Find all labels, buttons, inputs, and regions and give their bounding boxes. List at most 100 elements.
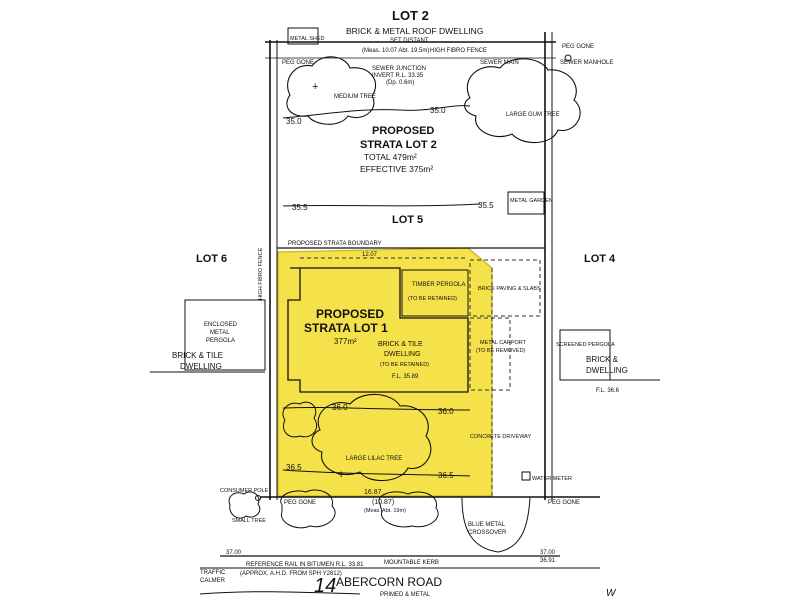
carport-removed-label: (TO BE REMOVED) xyxy=(476,348,526,354)
dwelling-label-b: DWELLING xyxy=(384,351,421,358)
frontage-meas2-label: (Meas. Abt. 19m) xyxy=(364,508,406,514)
corner-text: W xyxy=(606,588,617,599)
right-brick-label-b: DWELLING xyxy=(586,366,628,375)
lot2-label: LOT 2 xyxy=(392,8,429,23)
lot6-label: LOT 6 xyxy=(196,253,227,265)
left-street-tree-canopy xyxy=(280,489,336,529)
contour-35-0-label-a: 35.0 xyxy=(286,117,302,126)
metal-shed-label: METAL SHED xyxy=(290,36,325,42)
proposed-boundary-label: PROPOSED STRATA BOUNDARY xyxy=(288,241,382,247)
proposed-lot1-label-b: STRATA LOT 1 xyxy=(304,321,388,335)
mountable-kerb-label: MOUNTABLE KERB xyxy=(384,560,439,566)
lot2-dwelling-label: BRICK & METAL ROOF DWELLING xyxy=(346,26,483,36)
left-brick-label-a: BRICK & TILE xyxy=(172,351,223,360)
lot6-pergola-outline xyxy=(184,299,266,371)
water-meter-label: WATER METER xyxy=(532,476,572,482)
small-tree-label: SMALL TREE xyxy=(232,518,266,524)
contour-36-0-label-b: 36.0 xyxy=(438,407,454,416)
peg-gone-br-label: PEG GONE xyxy=(548,500,580,506)
water-meter-symbol xyxy=(521,471,531,481)
contour-35-5-label-a: 35.5 xyxy=(292,203,308,212)
contour-36-0 xyxy=(282,406,471,411)
pergola-retained-label: (TO BE RETAINED) xyxy=(408,296,457,302)
road-edge-curve xyxy=(199,591,361,595)
lot5-label: LOT 5 xyxy=(392,214,423,226)
contour-36-5 xyxy=(282,469,471,477)
frontage-label: 16.87 xyxy=(364,489,382,496)
blue-metal-label-a: BLUE METAL xyxy=(468,522,506,528)
sewer-manhole-label: SEWER MANHOLE xyxy=(560,60,613,66)
timber-pergola-label: TIMBER PERGOLA xyxy=(412,282,465,288)
metal-garden-box xyxy=(507,191,545,215)
timber-pergola-outline xyxy=(401,269,469,317)
dwelling-outline xyxy=(287,267,469,393)
rl-left-label: 37.00 xyxy=(226,550,242,556)
right-street-tree-canopy xyxy=(378,491,439,528)
contour-35-5 xyxy=(282,203,481,207)
enclosed-label-a: ENCLOSED xyxy=(204,322,238,328)
contour-36-5-label-a: 36.5 xyxy=(286,463,302,472)
dwelling-label-a: BRICK & TILE xyxy=(378,341,423,348)
traffic-calmer-label-a: TRAFFIC xyxy=(200,570,226,576)
consumer-pole-symbol xyxy=(255,495,261,501)
high-fibro-fence-left-label: HIGH FIBRO FENCE xyxy=(258,247,264,300)
reference-rail-label: REFERENCE RAIL IN BITUMEN R.L. 33.81 xyxy=(246,562,364,568)
contour-35-5-label-b: 35.5 xyxy=(478,201,494,210)
proposed-lot2-label-b: STRATA LOT 2 xyxy=(360,139,437,151)
lilac-tree-marker: + xyxy=(338,469,344,481)
metal-carport-label: METAL CARPORT xyxy=(480,340,527,346)
metal-shed-box xyxy=(287,27,319,45)
brick-paving-label: BRICK PAVING & SLABS xyxy=(478,286,541,292)
contour-36-5-label-b: 36.5 xyxy=(438,471,454,480)
sewer-depth-label: (Dp. 0.6m) xyxy=(386,80,414,86)
rl-right-label-a: 37.00 xyxy=(540,550,556,556)
rl-right-label-b: 36.91 xyxy=(540,558,556,564)
concrete-driveway-label: CONCRETE DRIVEWAY xyxy=(470,434,531,440)
contour-36-0-label-a: 36.0 xyxy=(332,403,348,412)
left-boundary-shrub xyxy=(282,401,318,438)
large-gum-tree-canopy xyxy=(464,58,581,144)
medium-tree-label: MEDIUM TREE xyxy=(334,94,376,100)
brick-paving-outline xyxy=(469,259,541,317)
dwelling-fl-label: F.L. 35.89 xyxy=(392,374,419,380)
proposed-lot1-label-a: PROPOSED xyxy=(316,307,384,321)
dwelling-retained-label: (TO BE RETAINED) xyxy=(380,362,429,368)
top-measure-label: (Meas. 10.07 Abt. 19.5m) xyxy=(362,48,429,54)
screened-pergola-label: SCREENED PERGOLA xyxy=(556,342,615,348)
left-brick-label-b: DWELLING xyxy=(180,362,222,371)
lot2-effective-label: EFFECTIVE 375m² xyxy=(360,164,433,174)
contour-35-0-label-b: 35.0 xyxy=(430,106,446,115)
peg-gone-tl-label: PEG GONE xyxy=(282,60,314,66)
peg-gone-bl-label: PEG GONE xyxy=(284,500,316,506)
lot2-total-label: TOTAL 479m² xyxy=(364,152,417,162)
medium-tree-marker: + xyxy=(312,81,318,93)
sewer-main-label: SEWER MAIN xyxy=(480,60,519,66)
lot1-area-label: 377m² xyxy=(334,337,357,346)
set-distant-label: SET DISTANT xyxy=(390,38,429,44)
contour-35-0 xyxy=(282,105,471,119)
large-lilac-tree-label: LARGE LILAC TREE xyxy=(346,456,402,462)
enclosed-label-b: METAL xyxy=(210,330,230,336)
small-tree-canopy xyxy=(228,491,261,519)
approx-ahd-label: (APPROX. A.H.D. FROM SPH Y2812) xyxy=(240,571,342,577)
right-fl-label: F.L. 36.6 xyxy=(596,388,620,394)
large-lilac-tree-canopy xyxy=(311,393,432,482)
invert-label: INVERT R.L. 33.35 xyxy=(372,73,424,79)
medium-tree-canopy xyxy=(286,56,377,125)
large-gum-tree-label: LARGE GUM TREE xyxy=(506,112,560,118)
road-surface-label: PRIMED & METAL xyxy=(380,592,431,598)
blue-metal-crossover xyxy=(461,497,531,553)
consumer-pole-label: CONSUMER POLE xyxy=(220,488,269,494)
traffic-calmer-label-b: CALMER xyxy=(200,578,226,584)
sewer-junction-label: SEWER JUNCTION xyxy=(372,66,426,72)
blue-metal-label-b: CROSSOVER xyxy=(468,530,507,536)
proposed-lot2-label-a: PROPOSED xyxy=(372,125,434,137)
lot4-label: LOT 4 xyxy=(584,253,616,265)
right-brick-label-a: BRICK & xyxy=(586,355,619,364)
high-fibro-fence-top-label: HIGH FIBRO FENCE xyxy=(430,48,487,54)
road-number-label: 14 xyxy=(314,575,336,597)
frontage-meas-label: (10.87) xyxy=(372,499,394,506)
sewer-manhole-symbol xyxy=(564,54,572,62)
road-name-label: ABERCORN ROAD xyxy=(336,575,442,589)
